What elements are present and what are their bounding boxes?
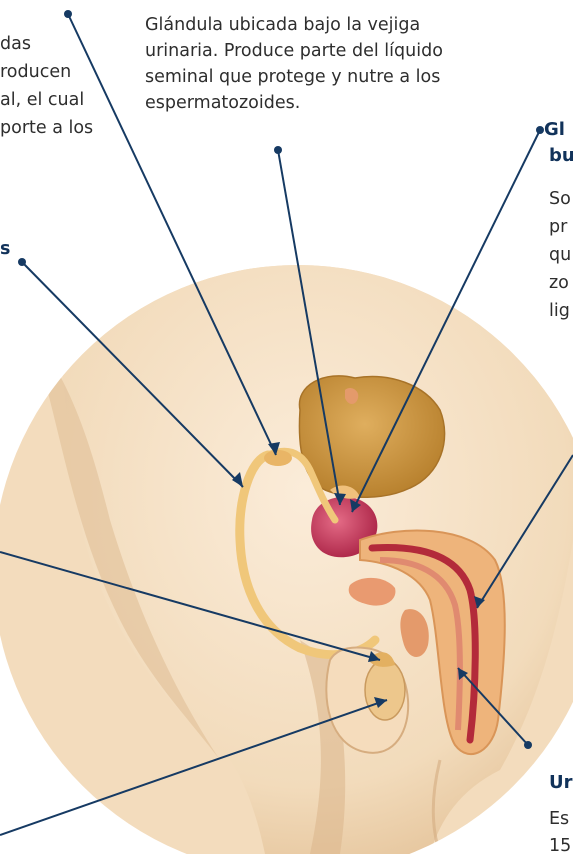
body-cutout <box>0 250 573 854</box>
testicle <box>365 660 405 720</box>
